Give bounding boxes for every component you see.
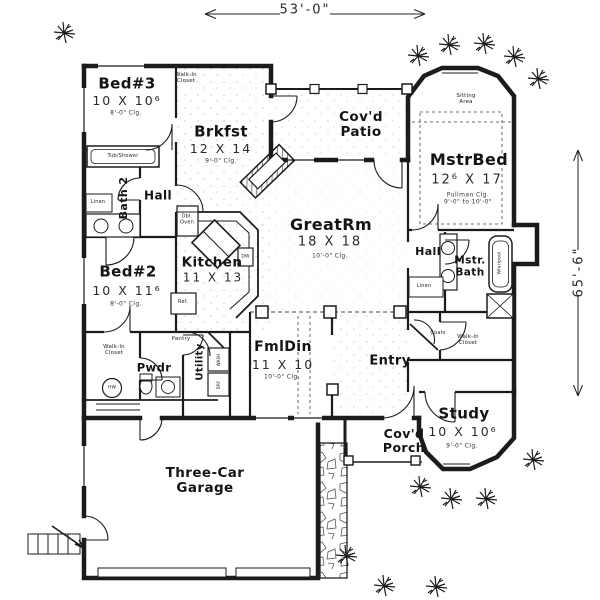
label-linen-right: Linen [416,283,432,290]
room-label-kitchen: Kitchen [181,254,243,271]
dimension-arrows [204,9,583,397]
sink [441,241,455,255]
doors [83,95,470,541]
linen-cabinet [85,193,113,213]
room-label-covd-porch: Cov'd Porch [382,426,426,455]
sink [118,218,134,234]
room-ceiling-bed3: 8'-0" Clg. [110,109,142,117]
columns [255,305,407,396]
label-dry: DRY [215,380,221,389]
fireplace [239,143,296,200]
label-ref: Ref. [177,299,189,306]
label-dw: DW [241,254,250,260]
sink [93,218,109,234]
label-coats: Coats [430,330,446,337]
room-ceiling-fmldin: 10'-0" Clg. [264,373,300,381]
room-label-garage: Three-Car Garage [165,464,245,496]
dishwasher [237,247,254,267]
label-tub-shower: Tub/Shower [107,153,139,160]
label-walkin-closet-study: Walk-In Closet [457,333,479,346]
room-label-hall-left: Hall [144,188,172,203]
room-ceiling-mstrbed: Pullman Clg. 9'-0" to 10'-0" [443,191,493,205]
label-dbl-oven: Dbl. Oven [180,213,194,225]
room-label-covd-patio: Cov'd Patio [339,108,383,140]
label-wash: WASH [215,353,221,366]
label-sitting-area: Sitting Area [456,92,476,105]
mstr-bath-fixtures [408,233,514,319]
room-size-bed3: 10 X 10⁶ [92,93,162,108]
side-entry-stoop [27,525,85,555]
room-label-utility: Utility [194,343,206,381]
room-label-entry: Entry [369,353,411,369]
label-hw: HW [107,385,117,391]
label-pantry: Pantry [171,335,191,342]
room-label-pwdr: Pwdr [136,360,172,375]
room-size-mstrbed: 12⁶ X 17 [431,172,503,188]
room-size-greatrm: 18 X 18 [297,234,363,250]
room-size-fmldin: 11 X 10 [251,357,315,372]
room-label-mstr-bath: Mstr. Bath [454,254,486,278]
room-size-brkfst: 12 X 14 [189,141,253,156]
dim-width-label: 53'-0" [279,2,331,18]
refrigerator [170,292,197,315]
double-oven [176,205,199,237]
room-label-bath2: Bath 2 [116,176,130,220]
windows [79,61,478,486]
room-ceiling-greatrm: 10'-0" Clg. [312,252,348,260]
room-label-fmldin: FmlDin [254,339,312,356]
label-walkin-closet-top: Walk-In Closet [175,71,197,84]
room-label-mstrbed: MstrBed [429,150,509,170]
room-label-greatrm: GreatRm [289,215,373,235]
patio-edge [265,83,413,95]
kitchen-counters [170,205,259,319]
room-label-bed2: Bed#2 [99,262,157,281]
dryer [207,372,230,397]
label-whirlpool: Whirlpool [497,251,503,275]
flagstone-walkway [319,442,348,579]
room-size-bed2: 10 X 11⁶ [92,283,162,298]
utility-fixtures [96,347,230,411]
label-walkin-closet-bed2: Walk-In Closet [103,343,125,356]
garage-doors [97,567,311,578]
porch-edge [343,455,422,466]
label-linen-left: Linen [90,199,106,206]
washer [207,347,230,372]
room-ceiling-study: 9'-0" Clg. [446,442,478,450]
linen-cabinet [408,276,444,298]
room-ceiling-brkfst: 9'-0" Clg. [205,157,237,165]
room-ceiling-bed2: 8'-0" Clg. [110,300,142,308]
room-label-study: Study [438,404,490,423]
room-size-study: 10 X 10⁶ [428,424,498,439]
garage-steps [96,403,140,411]
room-size-kitchen: 11 X 13 [182,270,244,285]
floor-texture [177,67,408,417]
room-label-hall-right: Hall [415,244,441,258]
room-label-bed3: Bed#3 [98,74,156,93]
sink [441,269,455,283]
room-label-brkfst: Brkfst [194,122,248,141]
water-heater [101,377,123,399]
bath2-fixtures [85,145,160,238]
dim-height-label: 65'-6" [571,246,587,298]
